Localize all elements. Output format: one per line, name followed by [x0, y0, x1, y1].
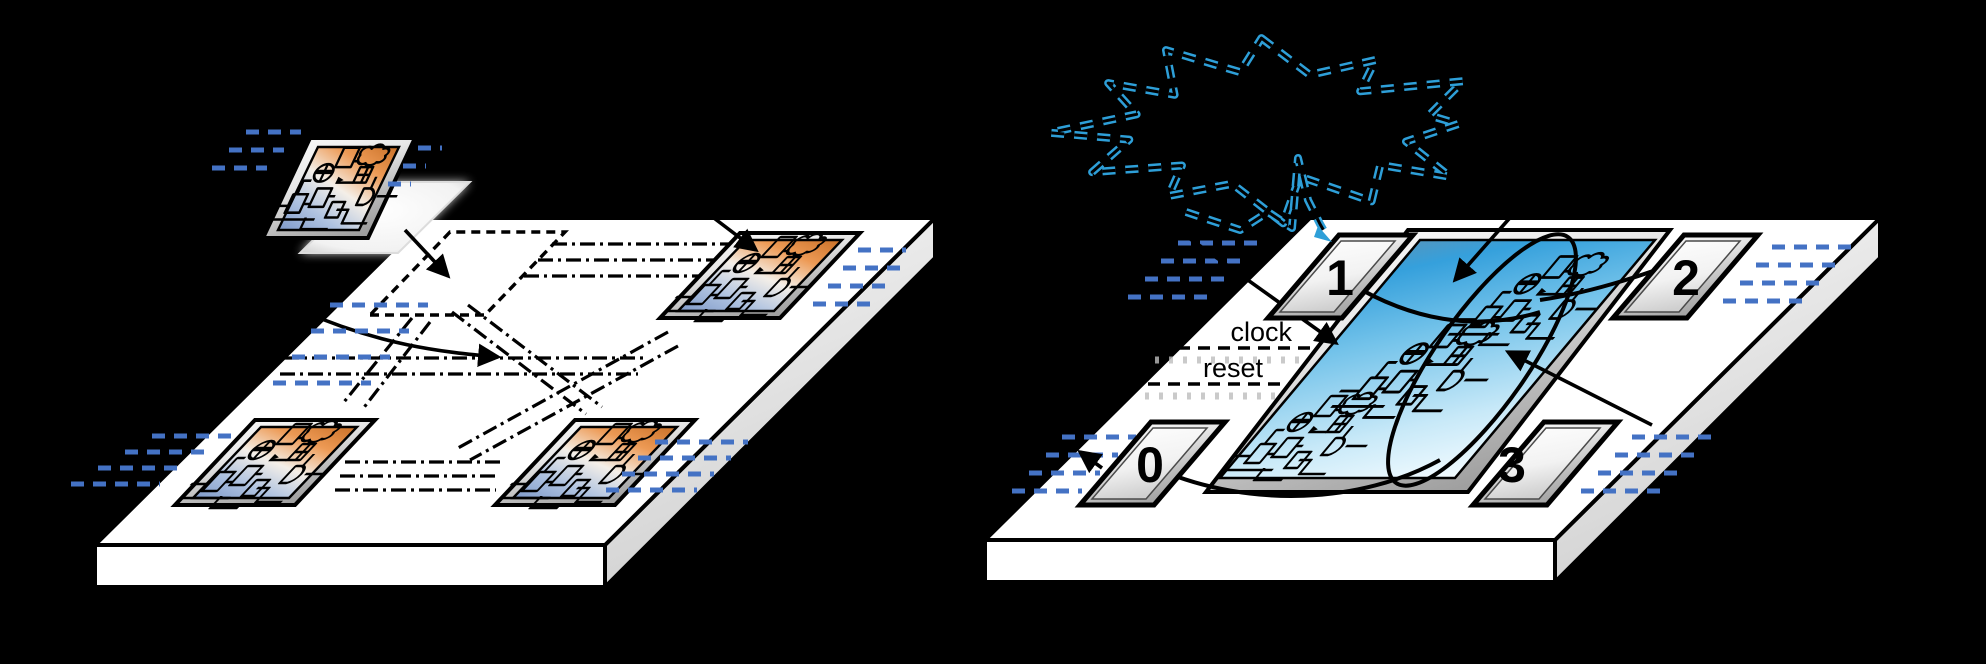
selection-loop [1386, 232, 1578, 488]
io-pad-0: 0 [1080, 422, 1225, 505]
right-chip-diagram: clock reset 0 [980, 184, 1885, 587]
pad-0-label: 0 [1136, 437, 1164, 493]
placement-route-arrow [299, 308, 502, 367]
pad1-route-curve [1346, 280, 1541, 324]
pad3-to-loop-arrow [1504, 350, 1653, 427]
io-pad-1: 1 [1268, 235, 1413, 318]
empty-tile-site [366, 230, 569, 317]
routing-wires-left-board [71, 247, 906, 493]
floating-circuit-tile [212, 129, 442, 240]
pad-2-label: 2 [1672, 250, 1700, 306]
routing-wires-right-board [1012, 240, 1858, 494]
left-board-front-face [93, 543, 607, 589]
pad-1-label: 1 [1326, 250, 1354, 306]
io-pad-2: 2 [1613, 235, 1758, 318]
tile-input-arrow [704, 210, 759, 253]
annotation-curves [1077, 184, 1706, 498]
io-pad-3: 3 [1473, 422, 1618, 505]
signal-lines: clock reset [1145, 317, 1345, 400]
right-board-front-face [983, 538, 1557, 584]
tile-placement-arrow [403, 228, 451, 279]
starburst-icon [1045, 34, 1467, 242]
clock-entry-arrow [1173, 226, 1339, 346]
pad-3-label: 3 [1498, 437, 1526, 493]
pad0-route-curve [1159, 458, 1441, 498]
starburst-pointer-tip [1314, 226, 1332, 242]
clock-label: clock [1230, 317, 1292, 347]
left-chip-diagram [71, 129, 940, 592]
circuit-entry-arrow [1452, 184, 1540, 283]
reset-label: reset [1203, 353, 1264, 383]
routing-wires-floating-tile [212, 129, 442, 187]
interconnect-mesh [280, 242, 730, 492]
pad0-output-arrow [1077, 449, 1104, 474]
